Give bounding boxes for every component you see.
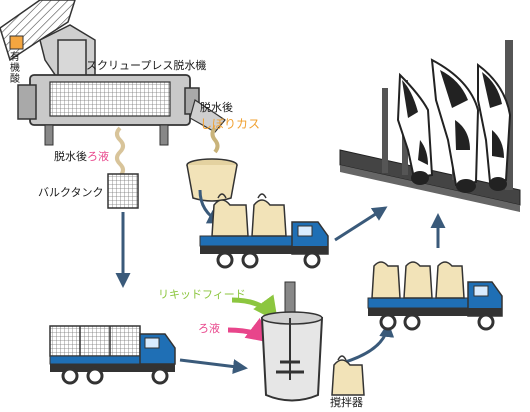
arrow-mixer-to-truck <box>334 322 395 367</box>
cow-icon <box>477 63 512 191</box>
mixer-label: 撹拌器 <box>330 396 363 409</box>
filtrate-prefix: 脱水後 <box>54 150 87 163</box>
bulk-tank-label: バルクタンク <box>38 186 104 199</box>
dewatered-after-label: 脱水後 <box>200 101 233 114</box>
filtrate-title: 脱水後ろ液 <box>54 150 109 163</box>
truck-feed-bags <box>199 193 329 269</box>
flexible-container-bag <box>211 193 287 237</box>
organic-acid-label: 有機酸 <box>10 52 20 85</box>
residue-bucket <box>186 158 238 202</box>
truck-bulk-container <box>49 325 176 385</box>
cow-icon <box>430 58 480 193</box>
arrow-truck-to-cows <box>334 206 388 242</box>
mixing-tank <box>260 281 324 402</box>
filtrate-drip <box>115 126 125 178</box>
press-residue-label: しぼりカス <box>200 117 261 131</box>
acid-box-icon <box>9 35 24 50</box>
filtrate-word: ろ液 <box>87 150 109 163</box>
bulk-tank <box>107 173 139 209</box>
filtrate-in-label: ろ液 <box>198 322 220 335</box>
residue-drip <box>210 126 220 154</box>
truck-three-bags <box>367 261 503 331</box>
screw-press-label: スクリュープレス脱水機 <box>86 59 207 72</box>
liquid-feed-label: リキッドフィード <box>158 288 246 301</box>
arrow-truck-to-mixer <box>179 358 248 374</box>
cow-barn <box>339 40 521 212</box>
cow-icon <box>396 72 434 185</box>
flexible-container-bag <box>331 359 365 396</box>
screw-press-machine <box>0 0 226 146</box>
